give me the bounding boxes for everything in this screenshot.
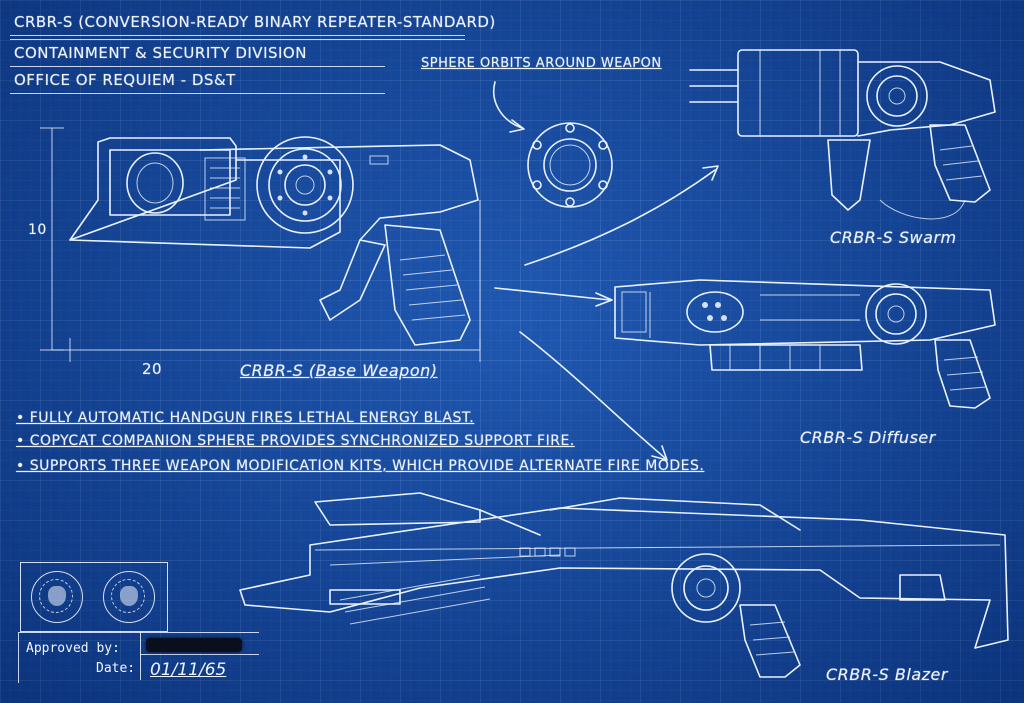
annotation-arrows	[494, 82, 718, 460]
caption-swarm: CRBR-S Swarm	[830, 228, 957, 247]
agency-seal-icon	[103, 571, 155, 623]
title-rule-1	[10, 35, 465, 36]
title-line-2: CONTAINMENT & SECURITY DIVISION	[14, 44, 307, 62]
diffuser-weapon-drawing	[615, 280, 995, 408]
companion-sphere-drawing	[528, 123, 612, 207]
dimension-lines	[40, 128, 480, 362]
feature-note-3: • SUPPORTS THREE WEAPON MODIFICATION KIT…	[16, 458, 705, 474]
blazer-weapon-drawing	[240, 493, 1008, 677]
seal-core	[48, 586, 66, 606]
skull-seal-icon	[31, 571, 83, 623]
caption-base-weapon: CRBR-S (Base Weapon)	[240, 361, 438, 380]
sphere-orbit-note: SPHERE ORBITS AROUND WEAPON	[421, 56, 662, 71]
seal-ring	[39, 579, 73, 613]
seal-box	[20, 562, 168, 632]
approved-by-label: Approved by:	[26, 641, 120, 656]
feature-note-2: • COPYCAT COMPANION SPHERE PROVIDES SYNC…	[16, 433, 575, 449]
approval-frame	[18, 632, 259, 683]
feature-note-1: • FULLY AUTOMATIC HANDGUN FIRES LETHAL E…	[16, 410, 475, 426]
caption-diffuser: CRBR-S Diffuser	[800, 428, 936, 447]
title-rule-2	[10, 39, 465, 40]
swarm-weapon-drawing	[690, 50, 995, 219]
title-line-3: OFFICE OF REQUIEM - DS&T	[14, 71, 236, 89]
dimension-height-label: 10	[28, 222, 47, 238]
date-label: Date:	[96, 661, 136, 676]
seal-ring	[111, 579, 145, 613]
caption-blazer: CRBR-S Blazer	[826, 665, 948, 684]
dimension-width-label: 20	[142, 360, 163, 378]
date-value: 01/11/65	[150, 660, 227, 680]
approved-by-cell	[140, 632, 259, 655]
seal-core	[120, 586, 138, 606]
title-rule-4	[10, 93, 385, 94]
title-line-1: CRBR-S (CONVERSION-READY BINARY REPEATER…	[14, 13, 496, 31]
title-rule-3	[10, 66, 385, 67]
date-cell	[140, 654, 259, 680]
base-weapon-drawing	[70, 137, 478, 345]
redacted-signature	[146, 638, 242, 652]
